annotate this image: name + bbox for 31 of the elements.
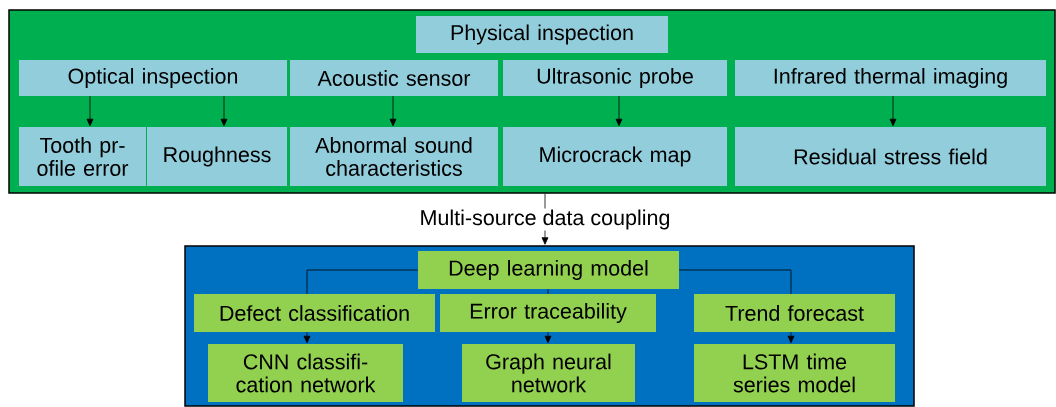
process-box: Deep learning model [418,251,679,289]
process-box: Trend forecast [694,294,895,332]
process-box: LSTM time series model [694,344,895,402]
process-box: Defect classification [194,294,435,332]
process-box: Abnormal sound characteristics [290,127,498,186]
node-label: Tooth pr- ofile error [37,137,129,176]
arrow [220,95,228,127]
edge-label: Multi-source data coupling [418,208,672,231]
process-box: Graph neural network [462,344,635,402]
process-box: Error traceability [440,294,656,332]
arrow [303,331,311,344]
arrow [389,95,397,127]
arrow [544,331,552,344]
process-box: Acoustic sensor [290,60,498,96]
process-box: Microcrack map [503,127,727,186]
process-box: Optical inspection [19,60,287,96]
connector-line [306,269,419,295]
process-box: Ultrasonic probe [503,60,727,96]
connector-line [547,288,549,295]
arrow [86,95,94,127]
process-box: CNN classifi- cation network [208,344,403,402]
process-box: Roughness [147,127,287,186]
process-box: Tooth pr- ofile error [19,127,146,186]
process-box: Physical inspection [416,16,668,53]
node-label: Roughness [164,146,271,167]
process-box: Residual stress field [735,127,1046,186]
process-box: Infrared thermal imaging [735,60,1046,96]
arrow [787,331,795,344]
connector-line [678,269,792,295]
arrow [889,95,897,127]
arrow [615,95,623,127]
